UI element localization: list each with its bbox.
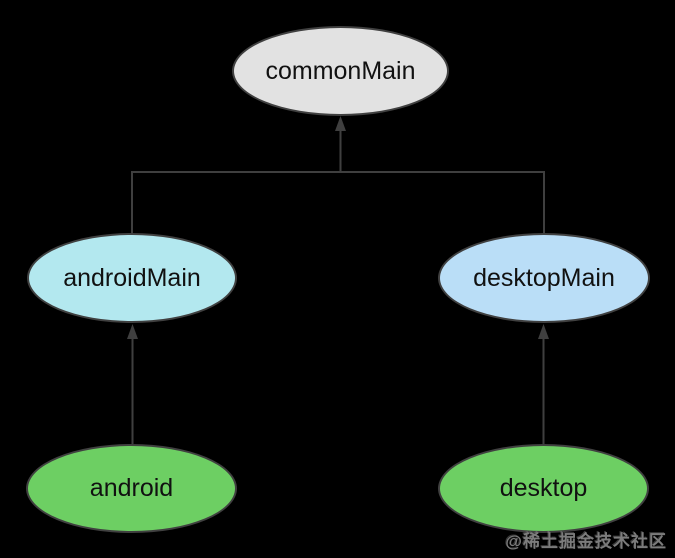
- arrowhead-icon: [538, 324, 549, 339]
- node-commonmain: commonMain: [232, 26, 449, 116]
- node-android-label: android: [89, 474, 174, 502]
- arrowhead-icon: [127, 324, 138, 339]
- node-desktop: desktop: [438, 444, 649, 533]
- watermark: @稀土掘金技术社区: [505, 532, 667, 551]
- node-androidmain-label: androidMain: [63, 263, 201, 292]
- node-desktopmain-label: desktopMain: [473, 263, 615, 292]
- node-androidmain: androidMain: [27, 233, 237, 323]
- node-android: android: [26, 444, 237, 533]
- node-commonmain-label: commonMain: [265, 56, 416, 85]
- arrowhead-icon: [335, 116, 346, 131]
- node-desktop-label: desktop: [499, 474, 588, 502]
- node-desktopmain: desktopMain: [438, 233, 650, 323]
- edge-children-to-commonmain: [131, 171, 545, 233]
